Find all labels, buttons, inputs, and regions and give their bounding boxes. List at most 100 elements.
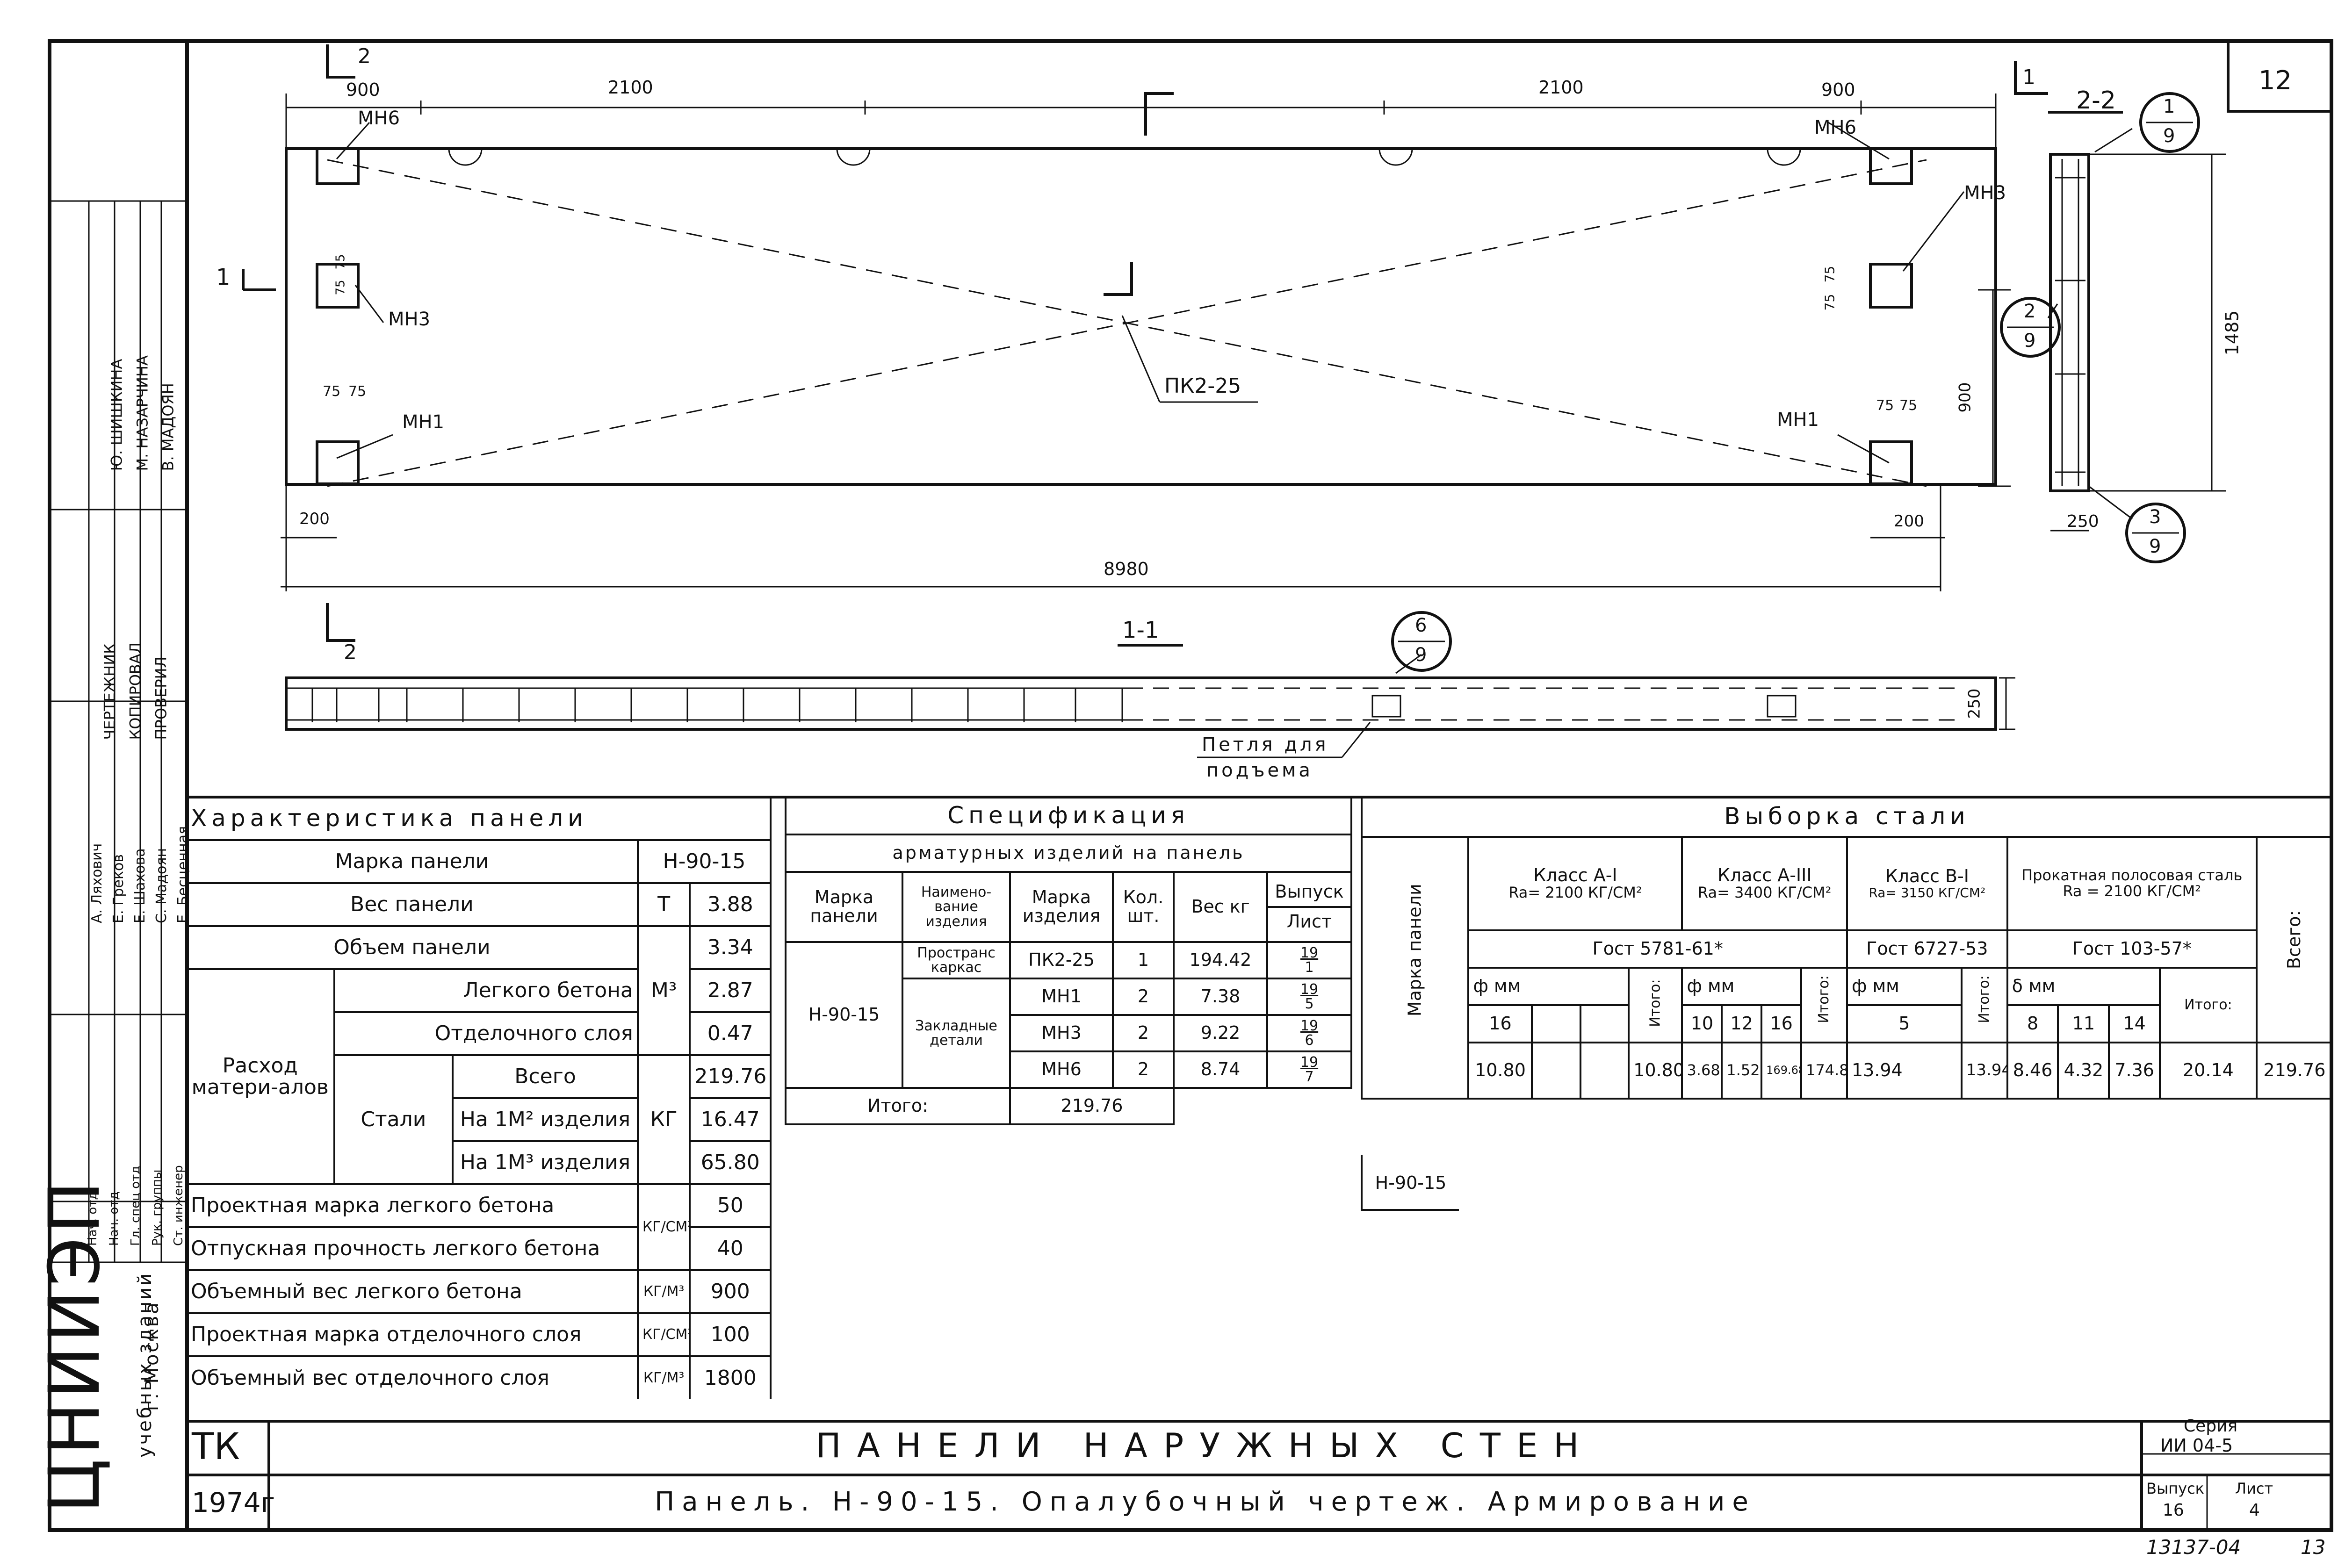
dim-75-left: 75 — [323, 383, 341, 400]
dim-75-left-b: 75 — [348, 383, 367, 400]
per-m3-label: На 1М³ изделия — [452, 1140, 639, 1185]
cut-mark-1-top: 1 — [2022, 65, 2035, 89]
org-sub-2: г. Москва — [141, 1301, 163, 1411]
char-row-label: Отпускная прочность легкого бетона — [187, 1226, 639, 1271]
steel-total-h-text: Всего: — [2283, 910, 2304, 970]
spec-h-sheet-label: Лист — [1286, 911, 1332, 932]
tb-issue-label: Выпуск — [2146, 1480, 2204, 1497]
steel-class-2-title: Класс А-III — [1717, 865, 1812, 886]
tb-issue-value: 16 — [2163, 1501, 2184, 1520]
steel-v-c3: 13.94 — [1846, 1042, 1963, 1100]
spec-h-brand: Марка панели — [785, 871, 903, 943]
spec-title-1: Спецификация — [784, 797, 1353, 835]
spec-mark: МН1 — [1009, 978, 1114, 1016]
label-mn1-left: МН1 — [402, 411, 445, 433]
label-mn3-right: МН3 — [1964, 182, 2006, 204]
page-number: 13 — [2301, 1536, 2326, 1559]
callout-6-den: 9 — [1415, 644, 1427, 666]
dim-top-4: 900 — [1821, 79, 1855, 100]
steel-itogo-1-text: Итого: — [1647, 979, 1664, 1028]
stamp-names-2: А. Ляхович Е. Греков Е. Шахова С. Мадоян… — [87, 746, 194, 923]
steel-total-h: Всего: — [2255, 836, 2331, 1043]
dim-top-2: 2100 — [608, 77, 653, 98]
per-m3-value: 65.80 — [689, 1140, 772, 1185]
stamp-name-2: Е. Шахова — [132, 848, 148, 923]
steel-itogo-2-text: Итого: — [1816, 975, 1833, 1023]
spec-qty: 1 — [1112, 941, 1175, 979]
char-row-unit: КГ/М³ — [636, 1355, 691, 1399]
callout-1-num: 1 — [2163, 96, 2175, 117]
spec-weight: 194.42 — [1173, 941, 1268, 979]
steel-v-c4-11: 4.32 — [2057, 1042, 2110, 1100]
label-mn1-right: МН1 — [1777, 409, 1819, 431]
steel-class-4-r: Ra = 2100 КГ/СМ² — [2063, 882, 2201, 900]
spec-h-weight: Вес кг — [1173, 871, 1268, 943]
spec-issue: 19 — [1300, 981, 1319, 998]
steel-d1-16: 16 — [1467, 1004, 1533, 1043]
steel-d4-11: 11 — [2057, 1004, 2110, 1043]
label-mn3-left: МН3 — [388, 309, 431, 330]
char-row-label: Проектная марка легкого бетона — [187, 1183, 639, 1228]
char-row-value: 50 — [689, 1183, 772, 1228]
steel-d1-empty-b — [1579, 1004, 1630, 1043]
char-row-value: 40 — [689, 1226, 772, 1271]
steel-class-3-title: Класс В-I — [1885, 866, 1969, 887]
steel-total-value: 219.76 — [689, 1054, 772, 1099]
steel-d4-14: 14 — [2108, 1004, 2161, 1043]
weight-value: 3.88 — [689, 882, 772, 927]
spec-issue: 19 — [1300, 1054, 1319, 1071]
steel-title: Выборка стали — [1361, 797, 2331, 838]
stamp-role-2: Ст. инженер — [172, 1165, 186, 1246]
weight-label: Вес панели — [187, 882, 639, 927]
label-mn6-left: МН6 — [358, 108, 400, 129]
finish-layer-label: Отделочного слоя — [333, 1011, 639, 1056]
tb-series-value: ИИ 04-5 — [2160, 1435, 2233, 1456]
steel-class-4-title: Прокатная полосовая сталь — [2021, 866, 2243, 885]
label-mn6-right: МН6 — [1814, 117, 1857, 138]
dim-75-left-d: 75 — [333, 280, 348, 295]
steel-h-brand: Марка панели — [1360, 836, 1470, 1100]
stamp-role-2: Гл. спец отд — [129, 1165, 143, 1246]
loop-label-1: Петля для — [1202, 734, 1329, 755]
steel-itogo-2: Итого: — [1800, 967, 1848, 1043]
steel-v-total: 219.76 — [2255, 1042, 2331, 1100]
dim-75-right-c: 75 — [1822, 266, 1838, 283]
char-row-unit: КГ/М³ — [636, 1269, 691, 1314]
volume-label: Объем панели — [187, 925, 639, 970]
dim-75-right-d: 75 — [1822, 294, 1838, 311]
section-2-2-label: 2-2 — [2076, 86, 2116, 115]
kg-unit: КГ — [636, 1054, 691, 1185]
stamp-role-2: Рук. группы — [150, 1169, 164, 1246]
light-concrete-value: 2.87 — [689, 968, 772, 1013]
callout-3-den: 9 — [2149, 536, 2161, 557]
characteristics-title: Характеристика панели — [187, 797, 772, 841]
tb-code: ТК — [192, 1426, 240, 1468]
steel-class-1-title: Класс А-I — [1533, 865, 1617, 886]
steel-gost-3: Гост 103-57* — [2006, 929, 2258, 969]
dim-height-mid: 900 — [1956, 382, 1975, 413]
brand-value: Н-90-15 — [636, 839, 772, 884]
steel-phi-1: ф мм — [1467, 967, 1630, 1006]
dim-edge-left: 200 — [299, 510, 330, 528]
stamp-name-2: А. Ляхович — [89, 843, 105, 923]
steel-v-c3-total: 13.94 — [1960, 1042, 2008, 1100]
m3-unit: М³ — [636, 925, 691, 1056]
stamp-name: В. Мадоян — [159, 383, 177, 471]
stamp-names: Ю. Шишкина М. Назарчина В. Мадоян — [104, 294, 181, 471]
steel-d2-10: 10 — [1681, 1004, 1723, 1043]
spec-issue: 19 — [1300, 1017, 1319, 1034]
per-m2-value: 16.47 — [689, 1097, 772, 1142]
spec-group-frame: Пространс каркас — [902, 941, 1011, 979]
steel-d2-16: 16 — [1761, 1004, 1803, 1043]
dim-top-3: 2100 — [1538, 77, 1584, 98]
spec-weight: 7.38 — [1173, 978, 1268, 1016]
archive-number: 13137-04 — [2146, 1536, 2241, 1559]
steel-v-c4-total: 20.14 — [2159, 1042, 2258, 1100]
spec-qty: 2 — [1112, 1014, 1175, 1052]
